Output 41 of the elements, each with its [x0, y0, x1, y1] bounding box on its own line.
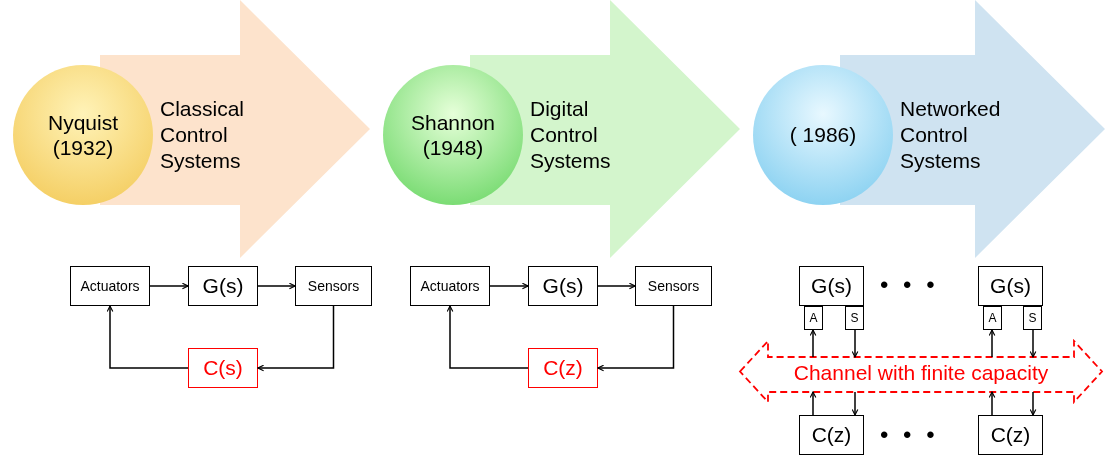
arrow: [809, 391, 817, 416]
ellipsis: • • •: [880, 420, 939, 450]
arrow: [257, 282, 296, 290]
arrow: [1029, 329, 1037, 358]
block-box: G(s): [978, 266, 1043, 306]
block-box: S: [1023, 306, 1042, 330]
arrow: [597, 282, 636, 290]
pioneer-circle: Nyquist (1932): [13, 65, 153, 205]
arrow: [851, 391, 859, 416]
block-box: S: [845, 306, 864, 330]
arrow: [106, 305, 189, 369]
block-box: A: [804, 306, 823, 330]
block-box: C(s): [188, 348, 258, 388]
arrow: [489, 282, 529, 290]
block-box: C(z): [528, 348, 598, 388]
arrow: [809, 329, 817, 358]
arrow: [1029, 391, 1037, 416]
ellipsis: • • •: [880, 270, 939, 300]
arrow: [988, 329, 996, 358]
arrow: [851, 329, 859, 358]
block-box: Actuators: [410, 266, 490, 306]
arrow: [597, 305, 675, 372]
block-box: Actuators: [70, 266, 150, 306]
block-box: Sensors: [635, 266, 712, 306]
arrow: [257, 305, 335, 372]
block-box: G(s): [188, 266, 258, 306]
pioneer-circle: Shannon (1948): [383, 65, 523, 205]
block-box: C(z): [978, 415, 1043, 455]
arrow: [446, 305, 529, 369]
stage-title: Classical Control Systems: [160, 96, 246, 174]
arrow: [149, 282, 189, 290]
pioneer-circle: ( 1986): [753, 65, 893, 205]
block-box: G(s): [528, 266, 598, 306]
block-box: C(z): [799, 415, 864, 455]
arrow: [988, 391, 996, 416]
block-box: Sensors: [295, 266, 372, 306]
channel-label: Channel with finite capacity: [792, 361, 1050, 385]
stage-title: Networked Control Systems: [900, 96, 1002, 174]
block-box: G(s): [799, 266, 864, 306]
stage-title: Digital Control Systems: [530, 96, 612, 174]
block-box: A: [983, 306, 1002, 330]
